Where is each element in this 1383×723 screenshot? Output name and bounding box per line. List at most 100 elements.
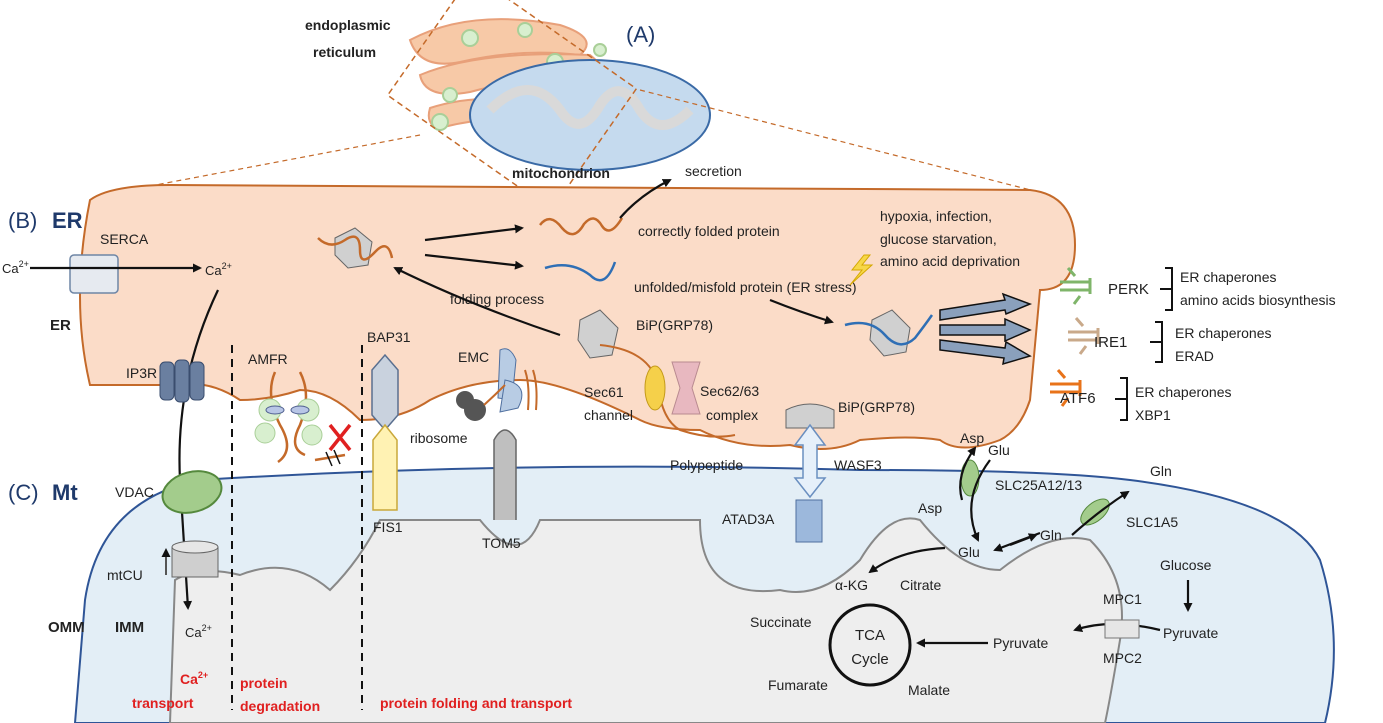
zoom-line-right <box>639 89 1051 196</box>
ribosome-label: ribosome <box>410 430 468 446</box>
glu-import-arrow <box>970 459 991 542</box>
mitochondrion-label: mitochondrion <box>512 165 610 181</box>
asp-export-arrow <box>959 446 977 501</box>
mpc1-label: MPC1 <box>1103 591 1142 607</box>
sec61-label-2: channel <box>584 407 633 423</box>
bip-label: BiP(GRP78) <box>636 317 713 333</box>
zoom-line-left <box>144 134 421 188</box>
section-ca-label-1: Ca2+ <box>180 670 208 687</box>
sec62-label-2: complex <box>706 407 758 423</box>
misfold-bound-protein <box>844 314 934 346</box>
slc1a5-label: SLC1A5 <box>1126 514 1178 530</box>
gln-outer-label: Gln <box>1150 463 1172 479</box>
atf6-out2: XBP1 <box>1135 407 1171 423</box>
er-side-label: ER <box>50 317 71 334</box>
mito-panel <box>73 465 1335 723</box>
vdac-channel-icon <box>161 470 223 514</box>
polypeptide-chain <box>599 344 736 438</box>
gln-transport-arrow <box>1071 490 1130 536</box>
tca-label-1: TCA <box>855 627 885 644</box>
sec61-label-1: Sec61 <box>584 384 624 400</box>
malate-label: Malate <box>908 682 950 698</box>
ribosome-icon <box>456 384 506 421</box>
wasf3-double-arrow <box>793 423 827 499</box>
glucose-label: Glucose <box>1160 557 1212 573</box>
section-deg-label-1: protein <box>240 675 287 691</box>
bip-atad3a-tether: BiP(GRP78) WASF3 ATAD3A <box>722 399 915 543</box>
glu-top-label: Glu <box>988 442 1010 458</box>
omm-label: OMM <box>48 619 85 636</box>
fumarate-label: Fumarate <box>768 677 828 693</box>
asp-top-label: Asp <box>960 430 984 446</box>
citrate-label: Citrate <box>900 577 941 593</box>
atf6-bracket <box>1115 377 1128 421</box>
fis1-label: FIS1 <box>373 519 403 535</box>
stress-line1: hypoxia, infection, <box>880 208 992 224</box>
secretion-label: secretion <box>685 163 742 179</box>
metabolism: Asp Glu SLC25A12/13 Asp Glu Gln SLC1A5 G… <box>750 430 1218 698</box>
panel-b-name: ER <box>52 208 83 233</box>
pyruvate-outer-label: Pyruvate <box>1163 625 1218 641</box>
ip3r-channel-icon <box>159 359 205 403</box>
ire1-bracket <box>1150 321 1163 363</box>
bap31-fis1-tether: BAP31 FIS1 <box>367 329 411 535</box>
inner-mito-membrane <box>168 517 1123 723</box>
sec61-channel-icon <box>644 365 666 411</box>
correct-protein-icon <box>539 217 624 236</box>
ire1-out2: ERAD <box>1175 348 1214 364</box>
sec62-label-1: Sec62/63 <box>700 383 759 399</box>
correct-protein-label: correctly folded protein <box>638 223 780 239</box>
er-label-line1: endoplasmic <box>305 17 391 33</box>
perk-out1: ER chaperones <box>1180 269 1277 285</box>
emc-label: EMC <box>458 349 489 365</box>
ire1-receptor-icon <box>1068 317 1100 355</box>
bap31-icon <box>371 353 399 432</box>
mtcu-label: mtCU <box>107 567 143 583</box>
misfold-protein-label: unfolded/misfold protein (ER stress) <box>634 279 857 295</box>
protein-folding: secretion correctly folded protein unfol… <box>317 163 857 551</box>
tca-cycle-circle <box>828 603 912 687</box>
amfr-label: AMFR <box>248 351 288 367</box>
to-stress-arrow <box>769 298 834 325</box>
to-correct-arrow <box>424 224 524 242</box>
section-ca-label-2: transport <box>132 695 194 711</box>
ire1-out1: ER chaperones <box>1175 325 1272 341</box>
glu-inner-label: Glu <box>958 544 980 560</box>
perk-label: PERK <box>1108 281 1149 298</box>
perk-bracket <box>1160 267 1173 311</box>
calcium-transport: Ca2+ SERCA Ca2+ IP3R VDAC mtCU Ca2+ <box>2 231 232 640</box>
section-deg-label-2: degradation <box>240 698 320 714</box>
mtcu-channel-icon <box>161 540 219 578</box>
ca-ion-mito: Ca2+ <box>185 623 212 640</box>
stress-line2: glucose starvation, <box>880 231 997 247</box>
bip2-label: BiP(GRP78) <box>838 399 915 415</box>
panel-a-illustration: endoplasmic reticulum (A) mitochondrion <box>144 0 1051 212</box>
akg-label: α-KG <box>835 577 868 593</box>
mpc-carrier-icon <box>1104 619 1140 639</box>
mitochondrion-icon <box>469 59 711 171</box>
atf6-out1: ER chaperones <box>1135 384 1232 400</box>
fis1-icon <box>372 423 398 511</box>
slc1a5-transporter-icon <box>1080 498 1110 526</box>
zoom-box <box>386 0 638 212</box>
gln-inner-label: Gln <box>1040 527 1062 543</box>
to-misfold-arrow <box>424 253 524 270</box>
atad3a-label: ATAD3A <box>722 511 775 527</box>
wasf3-label: WASF3 <box>834 457 882 473</box>
polypeptide-label: Polypeptide <box>670 457 743 473</box>
section-fold-label: protein folding and transport <box>380 695 572 711</box>
bap31-label: BAP31 <box>367 329 411 345</box>
atf6-receptor-icon <box>1050 369 1082 407</box>
glu-akg-arrow <box>868 546 946 574</box>
sec62-63-complex-icon <box>671 361 701 415</box>
lightning-icon <box>849 254 874 286</box>
mpc2-label: MPC2 <box>1103 650 1142 666</box>
tom5-icon <box>493 429 517 520</box>
glu-gln-arrow <box>1009 533 1038 547</box>
panel-a-label: (A) <box>626 22 655 47</box>
er-label-line2: reticulum <box>313 44 376 60</box>
amfr-tether: AMFR <box>248 351 352 467</box>
ip3r-label: IP3R <box>126 365 157 381</box>
serca-pump-icon <box>69 254 119 294</box>
